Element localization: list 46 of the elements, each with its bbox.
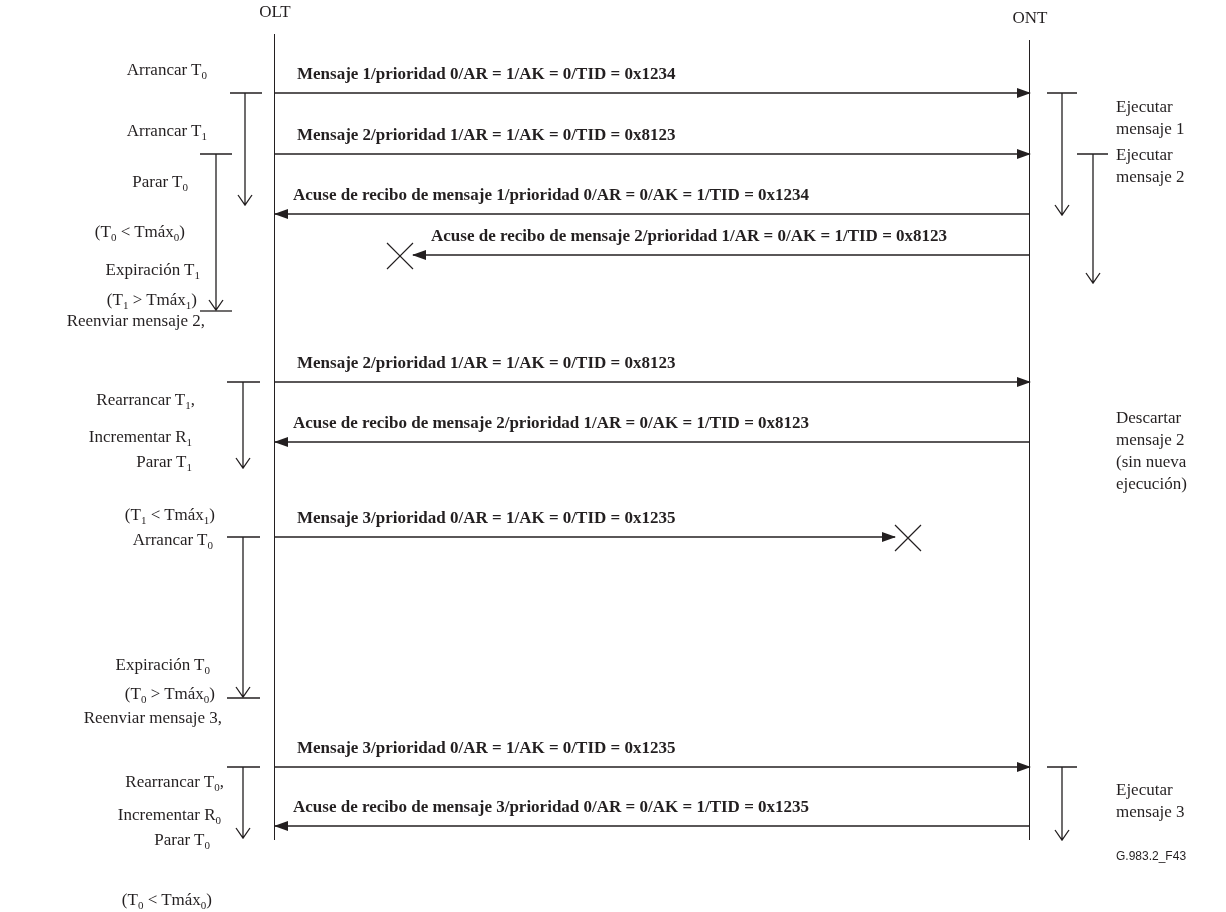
timer-note: (T$_{1}$ < Tmáx$_{1}$) [124,504,215,526]
message-arrow [274,762,1031,772]
timer-note: Parar T$_{0}$ [132,171,188,193]
timer-note: Parar T$_{0}$ [154,829,210,851]
action-note: Ejecutar mensaje 2 [1116,144,1186,188]
edge-label: Mensaje 2/prioridad 1/AR = 1/AK = 0/TID = 0x8123 [295,125,678,145]
edge-label: Acuse de recibo de mensaje 3/prioridad 0/AR = 0/AK = 1/TID = 0x1235 [291,797,812,817]
timer-note: Arrancar T$_{0}$ [132,529,213,551]
edge-label: Acuse de recibo de mensaje 2/prioridad 1/AR = 0/AK = 1/TID = 0x8123 [291,413,812,433]
timer-note: (T$_{1}$ > Tmáx$_{1}$) [106,289,197,311]
timer-note: Reenviar mensaje 2, [66,310,205,332]
edge-label: Mensaje 3/prioridad 0/AR = 1/AK = 0/TID = 0x1235 [295,738,678,758]
figure-id: G.983.2_F43 [1116,848,1187,864]
message-arrow [274,532,896,542]
timer-note: Arrancar T$_{0}$ [126,59,207,81]
timer-note: Rearrancar T$_{1}$, [96,389,195,411]
edge-label: Mensaje 2/prioridad 1/AR = 1/AK = 0/TID = 0x8123 [295,353,678,373]
lifeline-header: OLT [258,2,292,22]
timer-note: Parar T$_{1}$ [136,451,192,473]
lifeline-header: ONT [1011,8,1049,28]
lost-message-cross [387,243,413,269]
message-arrow [274,437,1031,447]
edge-label: Mensaje 1/prioridad 0/AR = 1/AK = 0/TID = 0x1234 [295,64,678,84]
message-arrow [274,821,1031,831]
timer-note: Incrementar R$_{0}$ [117,804,221,826]
message-arrow [412,250,1031,260]
timer-note: (T$_{0}$ > Tmáx$_{0}$) [124,683,215,705]
timer-note: Arrancar T$_{1}$ [126,120,207,142]
message-arrow [274,209,1031,219]
action-note: Descartar mensaje 2 (sin nueva ejecución) [1116,407,1188,495]
timer-note: Rearrancar T$_{0}$, [125,771,224,793]
message-arrow [274,149,1031,159]
timer-note: (T$_{0}$ < Tmáx$_{0}$) [121,889,212,911]
edge-label: Acuse de recibo de mensaje 2/prioridad 1/AR = 0/AK = 1/TID = 0x8123 [429,226,950,246]
message-arrow [274,88,1031,98]
timer-note: Reenviar mensaje 3, [83,707,222,729]
timer-note: Expiración T$_{0}$ [115,654,210,676]
timer-note: Incrementar R$_{1}$ [88,426,192,448]
action-note: Ejecutar mensaje 3 [1116,779,1186,823]
message-arrow [274,377,1031,387]
lost-message-cross [895,525,921,551]
timer-note: (T$_{0}$ < Tmáx$_{0}$) [94,221,185,243]
edge-label: Acuse de recibo de mensaje 1/prioridad 0/AR = 0/AK = 1/TID = 0x1234 [291,185,812,205]
action-note: Ejecutar mensaje 1 [1116,96,1186,140]
edge-label: Mensaje 3/prioridad 0/AR = 1/AK = 0/TID = 0x1235 [295,508,678,528]
timer-note: Expiración T$_{1}$ [105,259,200,281]
